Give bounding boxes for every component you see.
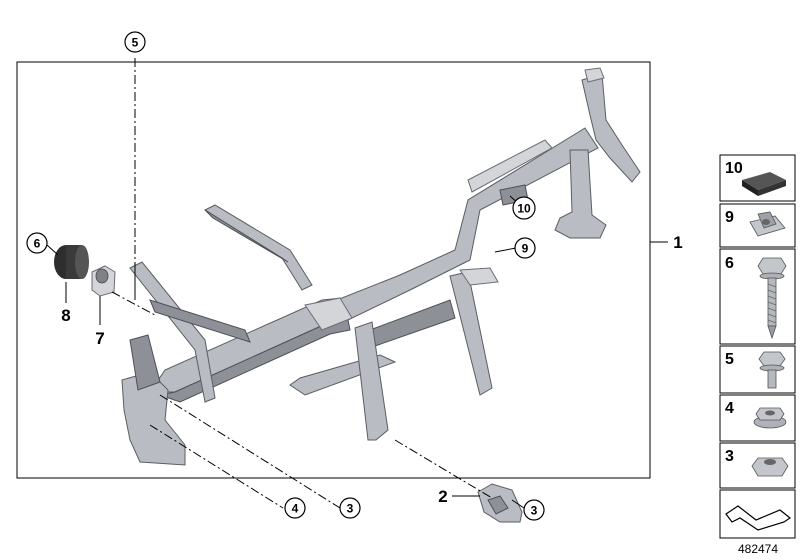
svg-text:10: 10 bbox=[517, 202, 531, 216]
leader-9 bbox=[494, 247, 517, 253]
dash-line-7 bbox=[111, 291, 156, 316]
cross-car-beam-illustration bbox=[121, 67, 641, 466]
label-7: 7 bbox=[95, 329, 104, 348]
hex-nut-icon bbox=[751, 457, 789, 477]
leader-6 bbox=[46, 244, 59, 256]
callout-3-mid: 3 bbox=[339, 497, 361, 519]
long-screw-icon bbox=[757, 257, 787, 340]
diagram-frame bbox=[16, 61, 651, 479]
svg-text:6: 6 bbox=[34, 237, 41, 251]
callout-4: 4 bbox=[284, 497, 306, 519]
label-8: 8 bbox=[61, 306, 70, 325]
callout-3-right: 3 bbox=[523, 499, 545, 521]
svg-text:3: 3 bbox=[347, 502, 354, 516]
svg-text:9: 9 bbox=[522, 242, 529, 256]
flange-nut-icon bbox=[753, 407, 787, 429]
legend-number-9: 9 bbox=[725, 209, 734, 226]
dash-line-4 bbox=[149, 424, 284, 509]
damper-part-6 bbox=[54, 245, 89, 279]
legend-number-5: 5 bbox=[725, 351, 734, 368]
legend-number-3: 3 bbox=[725, 448, 734, 465]
leader-3-right bbox=[511, 499, 525, 509]
label-2: 2 bbox=[438, 487, 447, 506]
svg-text:3: 3 bbox=[531, 504, 538, 518]
callout-10: 10 bbox=[512, 196, 536, 220]
clip-nut-icon bbox=[749, 211, 786, 237]
dash-line-bracket bbox=[394, 439, 493, 499]
svg-text:4: 4 bbox=[292, 502, 299, 516]
legend-number-4: 4 bbox=[725, 400, 734, 417]
label-1: 1 bbox=[673, 233, 682, 252]
callout-6: 6 bbox=[26, 232, 48, 254]
short-bolt-icon bbox=[758, 351, 786, 389]
legend-number-10: 10 bbox=[725, 160, 743, 177]
clip-part-7 bbox=[91, 265, 116, 297]
assembly-arrow-icon bbox=[725, 505, 792, 531]
callout-9: 9 bbox=[514, 237, 536, 259]
reference-number: 482474 bbox=[738, 542, 778, 556]
legend-number-6: 6 bbox=[725, 255, 734, 272]
parts-legend: 10 9 6 bbox=[719, 154, 796, 539]
svg-text:5: 5 bbox=[132, 36, 139, 50]
dash-line-3-mid bbox=[159, 394, 341, 509]
bracket-part-2 bbox=[477, 483, 523, 523]
callout-5: 5 bbox=[124, 31, 146, 53]
foam-pad-icon bbox=[742, 172, 786, 196]
